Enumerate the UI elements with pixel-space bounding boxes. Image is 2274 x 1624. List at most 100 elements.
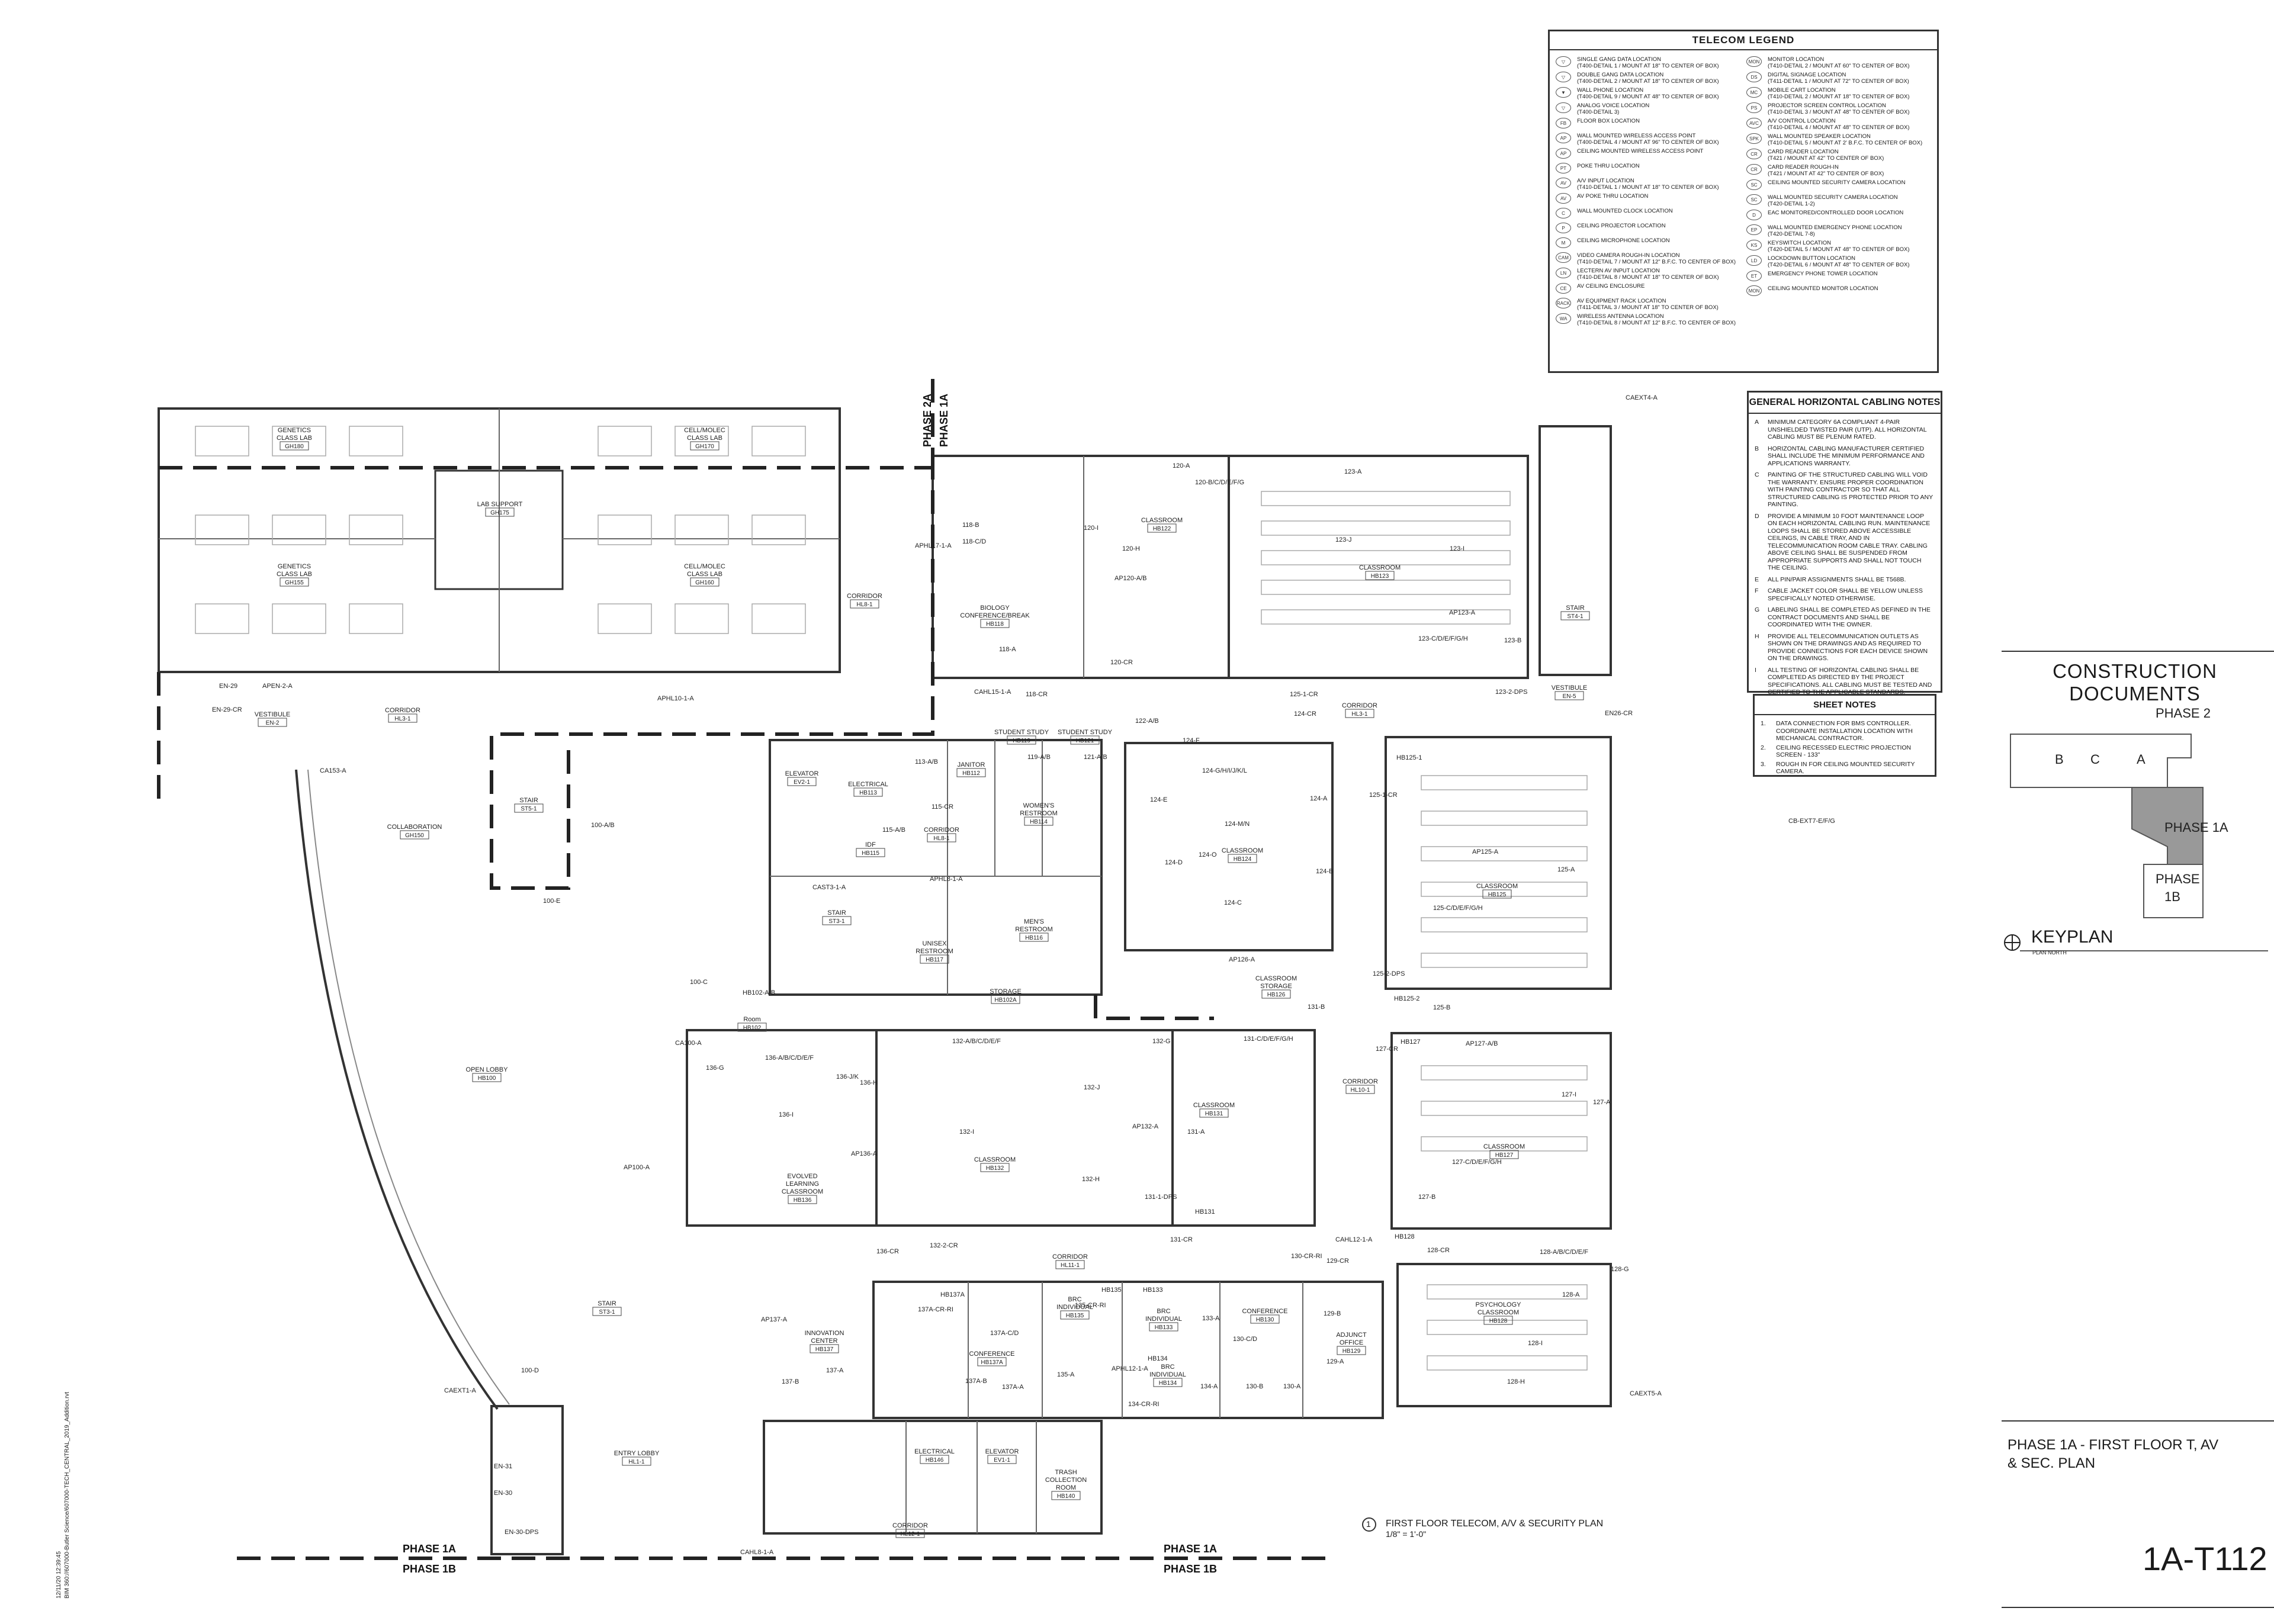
room-id-box [258, 718, 287, 727]
classroom-127-walls [1390, 1032, 1612, 1230]
device-tag: 120-CR [1110, 659, 1133, 666]
legend-label: A/V INPUT LOCATION [1577, 178, 1634, 184]
room-id-box [690, 577, 720, 587]
device-tag: 124-E [1150, 796, 1167, 803]
keyplan-diagram [2004, 734, 2268, 951]
legend-text: WALL MOUNTED SECURITY CAMERA LOCATION(T4… [1768, 194, 1898, 207]
device-tag: CAEXT4-A [1626, 394, 1658, 401]
device-tag: 131-CR [1170, 1236, 1193, 1243]
device-tag: 120-A [1173, 462, 1190, 469]
device-tag: EN26-CR [1605, 710, 1633, 717]
room-id-box [1153, 1378, 1183, 1387]
room-name: ELECTRICAL [848, 781, 888, 788]
keyplan-wing-c: C [2090, 752, 2100, 767]
device-tag: 100-C [690, 979, 708, 986]
device-tag: 124-F [1183, 737, 1200, 744]
device-tag: HB135 [1101, 1287, 1122, 1294]
room-id-box [920, 954, 949, 964]
room-name: CLASSROOM [1193, 1102, 1235, 1109]
room-id-box [1483, 1316, 1513, 1325]
device-tag: CAHL8-1-A [740, 1549, 774, 1556]
device-tag: 130-CR-RI [1291, 1253, 1322, 1260]
note-key: 2. [1761, 744, 1766, 751]
room-name: WOMEN'S [1023, 802, 1055, 809]
room-number: HL8-1 [933, 835, 950, 842]
legend-symbol-icon: SC [1746, 179, 1762, 190]
room-number: HB126 [1267, 992, 1286, 998]
device-tag: 125-C/D/E/F/G/H [1433, 905, 1483, 912]
room-name: OFFICE [1340, 1339, 1363, 1346]
device-tag: 115-CR [932, 803, 953, 811]
room-name: CLASSROOM [1222, 847, 1263, 854]
room-id-box [927, 833, 956, 842]
room-number: ST3-1 [828, 918, 845, 925]
legend-symbol-icon: AV [1556, 193, 1571, 204]
legend-symbol-icon: CE [1556, 283, 1571, 294]
legend-text: CEILING PROJECTOR LOCATION [1577, 223, 1666, 229]
print-stamp-vertical: 12/11/20 12:39:45 [56, 1551, 62, 1599]
room-name: RESTROOM [916, 948, 953, 955]
room-name: STUDENT STUDY [994, 729, 1049, 736]
sheet-title-line-1: PHASE 1A - FIRST FLOOR T, AV [2008, 1437, 2219, 1453]
legend-detail: (T410-DETAIL 8 / MOUNT AT 12" B.F.C. TO … [1577, 320, 1736, 326]
room-id-box [1051, 1491, 1081, 1500]
device-tag: 100-A/B [591, 822, 615, 829]
legend-label: MONITOR LOCATION [1768, 56, 1825, 63]
room-name: STORAGE [1260, 983, 1292, 990]
device-tag: EN-30 [494, 1490, 512, 1497]
telecom-legend-title: TELECOM LEGEND [1550, 31, 1937, 50]
room-name: OPEN LOBBY [466, 1066, 509, 1073]
legend-symbol-icon: ▽ [1556, 56, 1571, 67]
device-tag: 127-C/D/E/F/G/H [1452, 1159, 1502, 1166]
legend-text: MONITOR LOCATION(T410-DETAIL 2 / MOUNT A… [1768, 56, 1910, 69]
room-number: HB119 [1013, 738, 1030, 744]
room-name: CONFERENCE/BREAK [960, 612, 1030, 619]
legend-detail: (T420-DETAIL 5 / MOUNT AT 48" TO CENTER … [1768, 246, 1910, 253]
device-tag: APEN-2-A [262, 683, 293, 690]
room-name: COLLECTION [1045, 1477, 1087, 1484]
legend-symbol-icon: ET [1746, 271, 1762, 281]
service-rooms-walls [763, 1420, 1103, 1535]
room-number: EV2-1 [794, 779, 810, 786]
phase-1a-bottom-right-label: PHASE 1A [1164, 1543, 1217, 1555]
room-id-box [472, 1073, 502, 1082]
device-tag: HB125-2 [1394, 995, 1419, 1002]
legend-symbol-icon: CR [1746, 164, 1762, 175]
device-tag: AP127-A/B [1466, 1040, 1498, 1047]
room-name: VESTIBULE [1552, 684, 1588, 692]
room-id-box [956, 768, 986, 777]
legend-symbol-icon: AP [1556, 133, 1571, 143]
keyplan-title: KEYPLAN [2031, 927, 2114, 947]
room-name: STAIR [598, 1300, 616, 1307]
legend-detail: (T420-DETAIL 6 / MOUNT AT 48" TO CENTER … [1768, 262, 1910, 268]
room-id-box [787, 777, 817, 786]
legend-text: AV CEILING ENCLOSURE [1577, 283, 1645, 290]
legend-symbol-icon: PT [1556, 163, 1571, 173]
note-text: ALL PIN/PAIR ASSIGNMENTS SHALL BE T568B. [1768, 575, 1906, 583]
room-id-box [1554, 691, 1584, 700]
room-number: HB132 [986, 1165, 1004, 1172]
room-id-box [1019, 932, 1049, 942]
room-name: ADJUNCT [1336, 1332, 1367, 1339]
legend-symbol-icon: DS [1746, 72, 1762, 82]
room-id-box [856, 848, 885, 857]
note-text: HORIZONTAL CABLING MANUFACTURER CERTIFIE… [1768, 445, 1925, 467]
note-text: PROVIDE A MINIMUM 10 FOOT MAINTENANCE LO… [1768, 512, 1931, 572]
classroom-124-walls [1124, 742, 1334, 951]
